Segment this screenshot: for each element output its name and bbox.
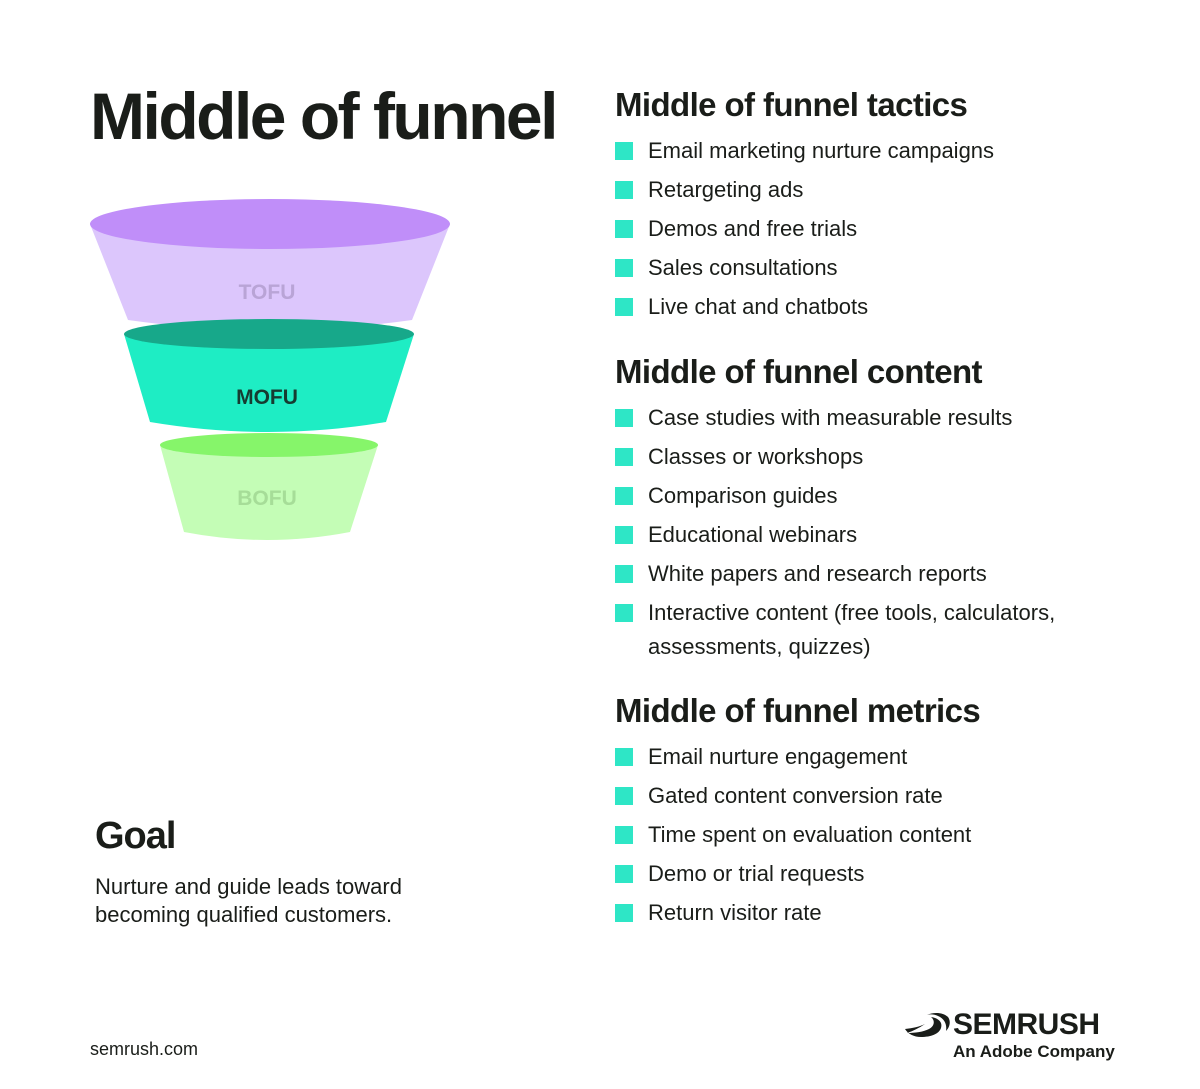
funnel-tofu-body: [90, 224, 450, 330]
goal-text: Nurture and guide leads toward becoming …: [95, 874, 402, 927]
section-content: Middle of funnel content Case studies wi…: [615, 352, 1135, 669]
funnel-bofu-body: [160, 445, 378, 540]
list-item: Comparison guides: [615, 479, 1135, 513]
list-item: Case studies with measurable results: [615, 401, 1135, 435]
list-item: Time spent on evaluation content: [615, 818, 1135, 852]
bullet-square-icon: [615, 298, 633, 316]
funnel-bofu-top: [160, 433, 378, 457]
list-item: Interactive content (free tools, calcula…: [615, 596, 1085, 664]
bullet-square-icon: [615, 181, 633, 199]
funnel-label-bofu: BOFU: [237, 487, 297, 510]
section-title: Middle of funnel tactics: [615, 86, 968, 123]
goal-title: Goal: [95, 815, 176, 857]
funnel-label-mofu: MOFU: [236, 386, 298, 409]
list-item: White papers and research reports: [615, 557, 1135, 591]
funnel-diagram: TOFU MOFU BOFU: [90, 199, 450, 540]
bullet-square-icon: [615, 526, 633, 544]
section-tactics: Middle of funnel tactics Email marketing…: [615, 85, 1135, 329]
list-item: Email marketing nurture campaigns: [615, 134, 1135, 168]
funnel-tofu-top: [90, 199, 450, 249]
bullet-square-icon: [615, 565, 633, 583]
list-item: Sales consultations: [615, 251, 1135, 285]
list-item: Classes or workshops: [615, 440, 1135, 474]
funnel-mofu-body: [124, 334, 414, 432]
bullet-list: Email nurture engagement Gated content c…: [615, 740, 1135, 930]
brand-logo: SEMRUSH An Adobe Company: [905, 1008, 1115, 1068]
bullet-square-icon: [615, 787, 633, 805]
bullet-square-icon: [615, 448, 633, 466]
bullet-square-icon: [615, 220, 633, 238]
bullet-square-icon: [615, 865, 633, 883]
list-item: Live chat and chatbots: [615, 290, 1135, 324]
bullet-square-icon: [615, 259, 633, 277]
section-metrics: Middle of funnel metrics Email nurture e…: [615, 691, 1135, 935]
list-item: Demos and free trials: [615, 212, 1135, 246]
bullet-square-icon: [615, 748, 633, 766]
brand-subtitle: An Adobe Company: [953, 1042, 1115, 1061]
page-title: Middle of funnel: [90, 79, 558, 153]
list-item: Email nurture engagement: [615, 740, 1135, 774]
list-item: Retargeting ads: [615, 173, 1135, 207]
bullet-list: Case studies with measurable results Cla…: [615, 401, 1135, 664]
section-title: Middle of funnel content: [615, 353, 982, 390]
bullet-square-icon: [615, 409, 633, 427]
list-item: Return visitor rate: [615, 896, 1135, 930]
funnel-label-tofu: TOFU: [239, 281, 296, 304]
bullet-square-icon: [615, 604, 633, 622]
footer-url[interactable]: semrush.com: [90, 1039, 199, 1059]
brand-name: SEMRUSH: [953, 1008, 1100, 1041]
semrush-fireball-icon: [905, 1012, 950, 1037]
section-title: Middle of funnel metrics: [615, 692, 981, 729]
bullet-square-icon: [615, 826, 633, 844]
funnel-mofu-top: [124, 319, 414, 349]
list-item: Demo or trial requests: [615, 857, 1135, 891]
list-item: Educational webinars: [615, 518, 1135, 552]
bullet-square-icon: [615, 142, 633, 160]
bullet-square-icon: [615, 487, 633, 505]
list-item: Gated content conversion rate: [615, 779, 1135, 813]
bullet-square-icon: [615, 904, 633, 922]
bullet-list: Email marketing nurture campaigns Retarg…: [615, 134, 1135, 324]
